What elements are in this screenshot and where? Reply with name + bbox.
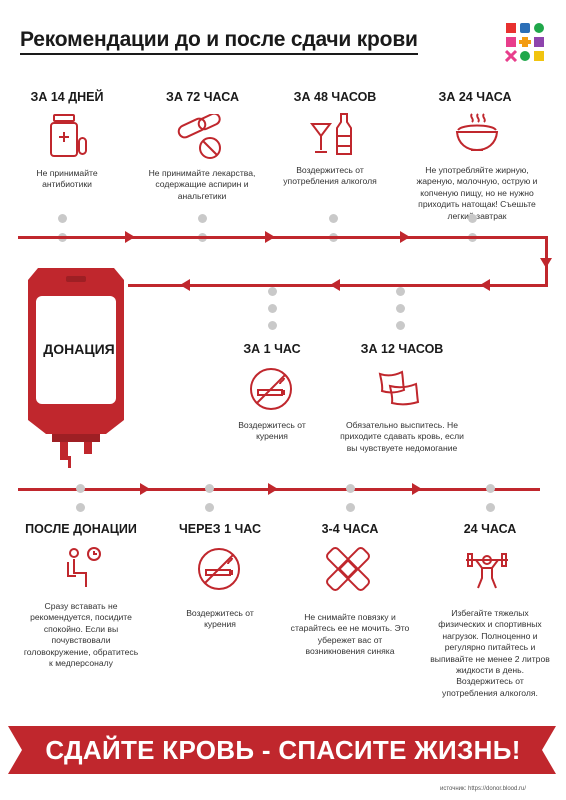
- timeline-dot: [486, 503, 495, 512]
- timeline-dot: [486, 484, 495, 493]
- step-text-after-1-hour: Воздержитесь от курения: [186, 608, 254, 630]
- timeline-track: [18, 236, 548, 239]
- slogan-text: СДАЙТЕ КРОВЬ - СПАСИТЕ ЖИЗНЬ!: [45, 735, 521, 765]
- step-text-1-hour: Воздержитесь от курения: [238, 420, 306, 442]
- arrow-right-icon: [125, 231, 135, 243]
- source-note: источник: https://donor.blood.ru/: [440, 786, 527, 792]
- step-text-72-hours: Не принимайте лекарства, содержащие аспи…: [148, 168, 256, 201]
- timeline-dot: [268, 321, 277, 330]
- step-text-3-4-hours: Не снимайте повязку и старайтесь ее не м…: [290, 612, 410, 657]
- food-bowl-icon: [455, 113, 499, 152]
- step-heading-after-1-hour: ЧЕРЕЗ 1 ЧАС: [178, 522, 262, 536]
- timeline-dot: [346, 503, 355, 512]
- arrow-right-icon: [268, 483, 278, 495]
- blood-bag-icon: [28, 268, 124, 460]
- step-heading-24-hours: ЗА 24 ЧАСА: [438, 90, 512, 104]
- timeline-dot: [268, 304, 277, 313]
- step-text-12-hours: Обязательно выспитесь. Не приходите сдав…: [340, 420, 464, 453]
- timeline-dot: [198, 214, 207, 223]
- arrow-down-icon: [540, 258, 552, 268]
- timeline-dot: [76, 484, 85, 493]
- timeline-track: [18, 488, 540, 491]
- timeline-dot: [205, 484, 214, 493]
- step-heading-14-days: ЗА 14 ДНЕЙ: [30, 90, 104, 104]
- step-text-24-hours: Не употребляйте жирную, жареную, молочну…: [416, 165, 538, 221]
- step-heading-1-hour: ЗА 1 ЧАС: [243, 342, 301, 356]
- pill-bottle-icon: [50, 114, 87, 157]
- step-text-14-days: Не принимайте антибиотики: [36, 168, 98, 190]
- arrow-right-icon: [140, 483, 150, 495]
- timeline-dot: [58, 214, 67, 223]
- timeline-dot: [396, 287, 405, 296]
- page-title: Рекомендации до и после сдачи крови: [20, 28, 418, 55]
- timeline-track: [68, 456, 71, 468]
- timeline-dot: [468, 214, 477, 223]
- donation-label: ДОНАЦИЯ: [43, 341, 115, 357]
- brand-logo-icon: [505, 23, 544, 62]
- step-text-after-24-hours: Избегайте тяжелых физических и спортивны…: [430, 608, 550, 698]
- step-heading-after-donation: ПОСЛЕ ДОНАЦИИ: [25, 522, 137, 536]
- step-heading-3-4-hours: 3-4 ЧАСА: [321, 522, 379, 536]
- arrow-left-icon: [480, 279, 490, 291]
- step-text-48-hours: Воздержитесь от употребления алкоголя: [283, 165, 377, 187]
- arrow-left-icon: [180, 279, 190, 291]
- no-smoking-icon: [250, 368, 292, 410]
- weightlifter-icon: [466, 553, 508, 589]
- pills-icon: [177, 114, 221, 159]
- step-heading-12-hours: ЗА 12 ЧАСОВ: [360, 342, 444, 356]
- timeline-dot: [396, 304, 405, 313]
- arrow-right-icon: [412, 483, 422, 495]
- step-heading-72-hours: ЗА 72 ЧАСА: [166, 90, 239, 104]
- alcohol-icon: [310, 113, 352, 155]
- step-heading-48-hours: ЗА 48 ЧАСОВ: [293, 90, 377, 104]
- timeline-dot: [205, 503, 214, 512]
- no-smoking-icon: [198, 548, 240, 590]
- step-heading-after-24-hours: 24 ЧАСА: [463, 522, 517, 536]
- timeline-dot: [76, 503, 85, 512]
- timeline-dot: [396, 321, 405, 330]
- timeline-dot: [268, 287, 277, 296]
- seated-person-clock-icon: [67, 547, 101, 587]
- step-text-after-donation: Сразу вставать не рекомендуется, посидит…: [23, 601, 139, 669]
- pillows-icon: [378, 370, 420, 406]
- slogan-banner: [8, 726, 556, 774]
- arrow-right-icon: [400, 231, 410, 243]
- timeline-dot: [346, 484, 355, 493]
- arrow-left-icon: [330, 279, 340, 291]
- timeline-dot: [329, 214, 338, 223]
- arrow-right-icon: [265, 231, 275, 243]
- bandage-icon: [326, 547, 370, 591]
